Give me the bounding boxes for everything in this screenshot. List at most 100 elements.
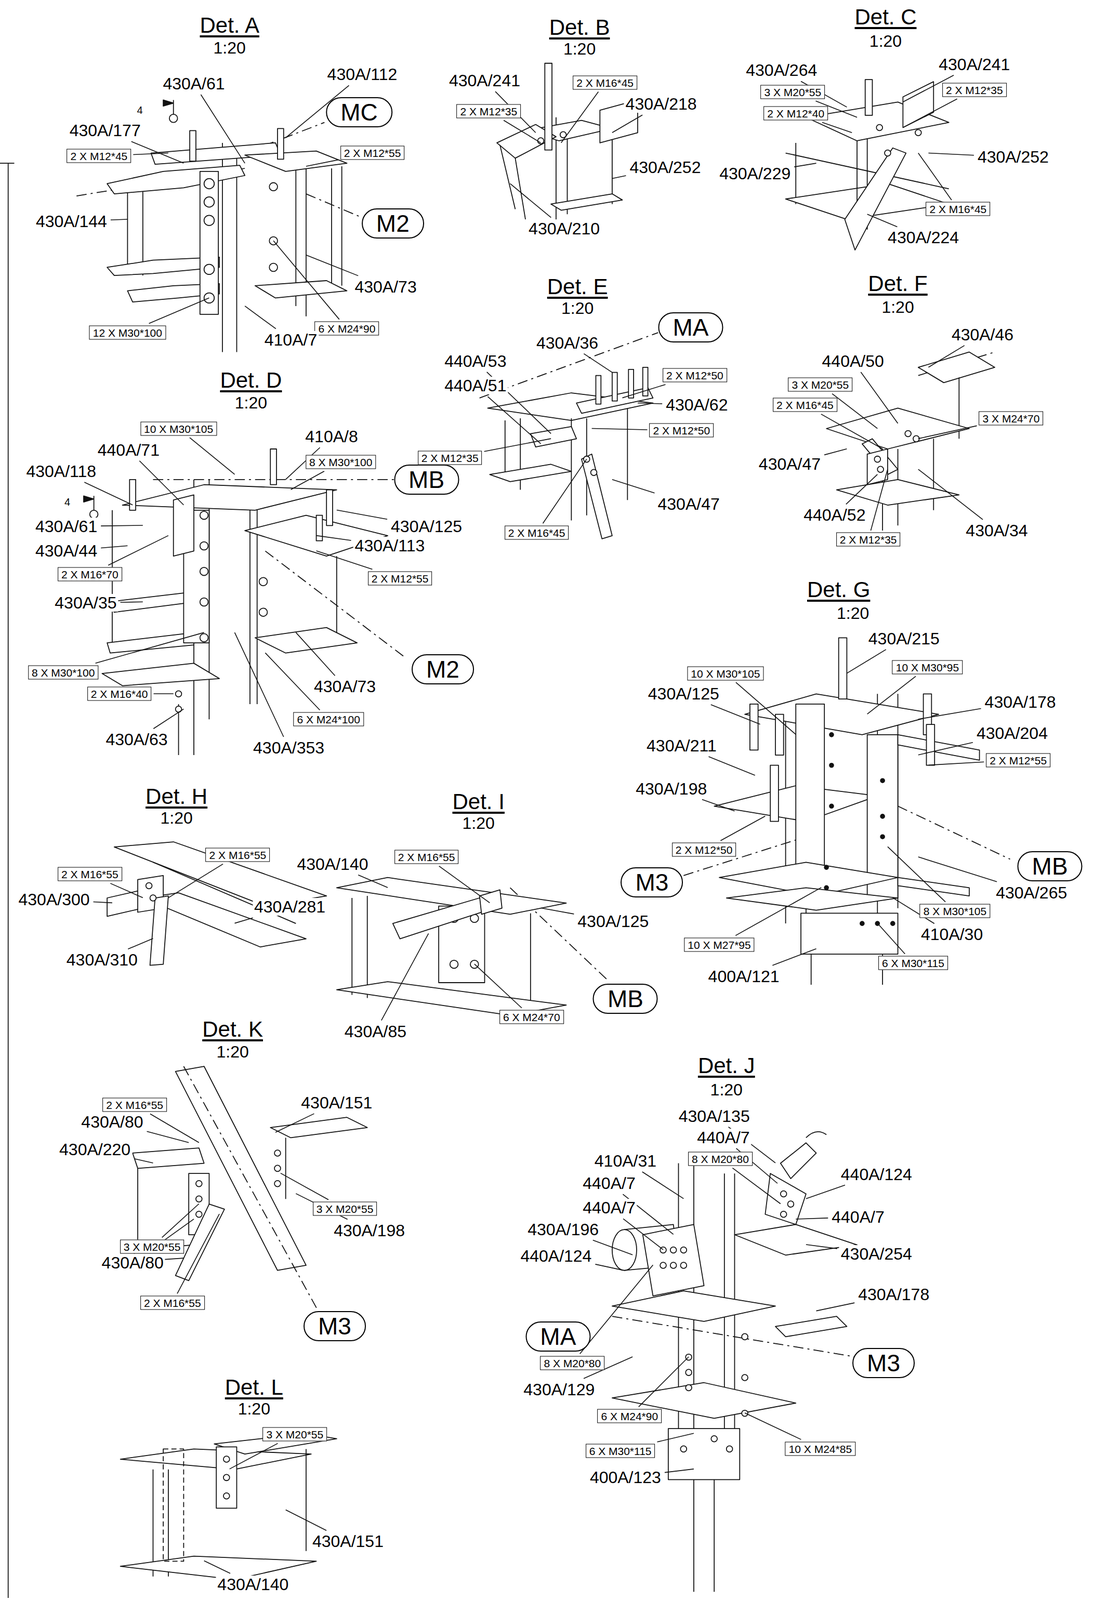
leader-line: [147, 1131, 190, 1143]
leader-line: [710, 704, 761, 725]
drawing-line: [670, 1247, 677, 1254]
node-text: 2 X M12*35: [839, 534, 898, 546]
drawing-line: [744, 693, 939, 735]
part-mark: 430A/265: [994, 884, 1069, 902]
part-mark: 430A/215: [866, 629, 942, 648]
leader-line: [735, 682, 796, 735]
part-mark: 430A/140: [295, 855, 370, 874]
drawing-line: [680, 1247, 687, 1254]
drawing-line: [590, 469, 598, 476]
drawing-line: [642, 1224, 705, 1296]
leader-line: [316, 535, 352, 541]
part-mark: 430A/80: [100, 1254, 166, 1272]
leader-line: [234, 632, 284, 737]
drawing-line: [270, 449, 277, 485]
node-text: 6 X M24*90: [600, 1410, 658, 1422]
part-mark: 410A/30: [919, 925, 985, 944]
leader-line: [591, 428, 648, 430]
leader-line: [108, 535, 169, 566]
detail-g-drawing: [683, 637, 1010, 985]
drawing-line: [331, 166, 342, 292]
detail-l-drawing: [120, 1433, 337, 1580]
grid-tag: M3: [620, 867, 683, 898]
drawing-line: [660, 1262, 667, 1269]
bolt-spec-box: 8 X M30*105: [919, 904, 991, 919]
part-mark: 430A/35: [53, 594, 118, 612]
drawing-line: [163, 1448, 184, 1562]
node-text: 2 X M12*55: [344, 147, 402, 159]
drawing-line: [277, 128, 284, 160]
drawing-line: [685, 1385, 692, 1392]
grid-tag: M3: [303, 1311, 366, 1342]
bolt-spec-box: 10 X M30*95: [892, 660, 963, 675]
drawing-line: [450, 960, 459, 969]
detail-title: Det. L: [223, 1376, 285, 1400]
detail-d-drawing: [83, 449, 406, 756]
drawing-line: [223, 1456, 230, 1463]
node-text: 2 X M12*50: [652, 425, 710, 437]
drawing-line: [595, 375, 601, 405]
scale-label: 1:20: [867, 32, 904, 50]
drawing-line: [612, 372, 618, 402]
bolt-spec-box: 6 X M30*115: [585, 1443, 656, 1458]
grid-tag: MA: [658, 312, 724, 343]
part-mark: 430A/224: [886, 228, 961, 247]
leader-line: [265, 652, 320, 710]
leader-line: [484, 438, 551, 452]
part-mark: 430A/300: [17, 890, 92, 909]
leader-line: [928, 761, 984, 766]
drawing-line: [612, 1229, 637, 1271]
leader-line: [887, 846, 946, 902]
drawing-line: [200, 511, 209, 520]
leader-line: [744, 1413, 801, 1440]
leader-line: [867, 676, 916, 715]
part-mark: 430A/61: [161, 74, 227, 93]
part-mark: 440A/7: [581, 1174, 637, 1193]
drawing-line: [775, 1316, 847, 1337]
leader-line: [860, 372, 898, 424]
detail-title: Det. J: [696, 1054, 757, 1078]
grid-tag: MA: [525, 1321, 591, 1352]
drawing-line: [880, 814, 885, 819]
leader-line: [204, 1561, 231, 1574]
leader-line: [95, 632, 205, 664]
drawing-line: [392, 898, 489, 940]
part-mark: 440A/124: [839, 1165, 914, 1184]
part-mark: 430A/241: [937, 55, 1012, 74]
bolt-spec-box: 3 X M20*55: [262, 1427, 327, 1442]
node-text: MB: [1032, 854, 1069, 879]
leader-line: [177, 1214, 220, 1294]
drawing-line: [195, 1211, 203, 1218]
bolt-spec-box: 6 X M30*115: [878, 956, 948, 971]
drawing-line: [204, 215, 215, 226]
leader-line: [503, 120, 541, 143]
bolt-spec-box: 10 X M24*85: [785, 1441, 856, 1456]
drawing-line: [780, 1191, 787, 1198]
part-mark: 430A/310: [64, 951, 140, 969]
bolt-spec-box: 2 X M16*55: [394, 850, 459, 865]
drawing-line: [259, 577, 268, 586]
leader-line: [543, 458, 587, 524]
leader-line: [358, 875, 388, 888]
grid-tag: M2: [411, 654, 474, 685]
drawing-line: [0, 163, 15, 1599]
grid-tag: MC: [325, 97, 393, 128]
part-mark: 440A/52: [801, 506, 867, 524]
leader-line: [642, 1171, 684, 1199]
bolt-spec-box: 3 X M24*70: [979, 411, 1044, 426]
node-text: 2 X M12*35: [945, 84, 1004, 96]
part-mark: 430A/178: [983, 693, 1058, 711]
node-text: 2 X M16*70: [61, 569, 119, 581]
part-mark: 430A/73: [312, 677, 378, 696]
drawing-line: [269, 263, 278, 272]
leader-line: [918, 425, 978, 439]
node-text: 3 X M20*55: [123, 1241, 181, 1253]
bolt-spec-box: 2 X M12*35: [942, 82, 1007, 97]
drawing-line: [668, 1428, 740, 1480]
part-mark: 430A/125: [389, 517, 464, 536]
drawing-line: [132, 1148, 204, 1169]
drawing-line: [829, 763, 834, 768]
leader-line: [918, 469, 983, 520]
node-text: 2 X M12*55: [371, 573, 429, 585]
drawing-line: [152, 479, 403, 481]
